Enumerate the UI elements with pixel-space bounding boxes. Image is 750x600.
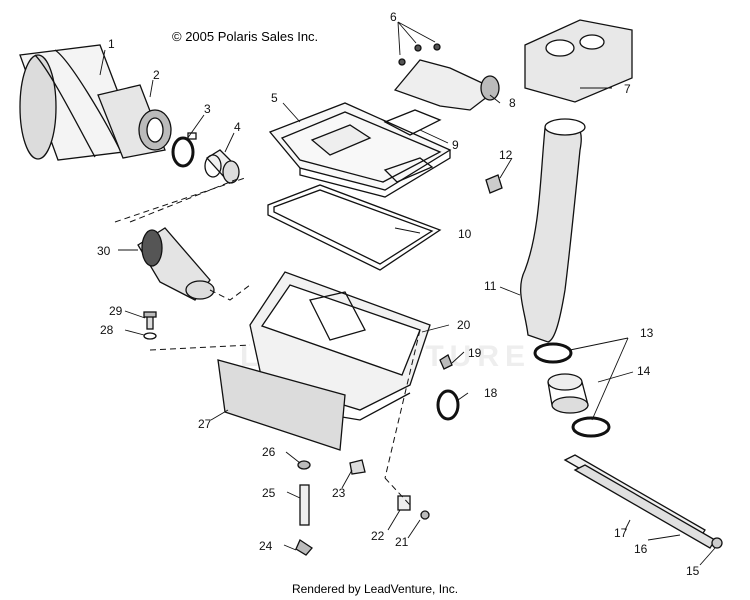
part-coupler-14 (547, 373, 589, 414)
callout-30: 30 (97, 244, 111, 258)
callout-25: 25 (262, 486, 276, 500)
callout-15: 15 (686, 564, 700, 578)
callout-21: 21 (395, 535, 409, 549)
callout-24: 24 (259, 539, 273, 553)
copyright-text: © 2005 Polaris Sales Inc. (172, 29, 319, 44)
callout-12: 12 (499, 148, 513, 162)
callout-22: 22 (371, 529, 385, 543)
part-air-filter-inner (97, 84, 172, 159)
callout-26: 26 (262, 445, 276, 459)
callout-23: 23 (332, 486, 346, 500)
part-intake-tube (520, 118, 586, 343)
part-sleeve-4 (204, 149, 240, 184)
part-plate-9 (383, 109, 442, 136)
callout-18: 18 (484, 386, 498, 400)
callout-8: 8 (509, 96, 516, 110)
part-clamp-18 (436, 389, 460, 421)
part-lid-seal (267, 184, 442, 271)
part-hoses (563, 454, 716, 549)
callout-1: 1 (108, 37, 115, 51)
callout-3: 3 (204, 102, 211, 116)
callout-17: 17 (614, 526, 628, 540)
part-bolt-29 (143, 311, 157, 330)
part-screws (398, 43, 441, 66)
part-cover-7 (524, 19, 633, 103)
part-fitting-19 (439, 354, 453, 370)
callout-16: 16 (634, 542, 648, 556)
callout-7: 7 (624, 82, 631, 96)
callout-4: 4 (234, 120, 241, 134)
callout-19: 19 (468, 346, 482, 360)
callout-6: 6 (390, 10, 397, 24)
callout-20: 20 (457, 318, 471, 332)
part-panel-27 (217, 359, 346, 451)
part-clamps-13 (533, 342, 611, 438)
leader-lines (99, 21, 716, 566)
part-airbox-base (249, 271, 431, 421)
callout-28: 28 (100, 323, 114, 337)
part-clip-12 (485, 174, 503, 194)
callout-5: 5 (271, 91, 278, 105)
callout-10: 10 (458, 227, 472, 241)
part-intake-duct (393, 59, 500, 111)
part-boot-30 (137, 227, 215, 301)
callout-2: 2 (153, 68, 160, 82)
part-clamp-15 (711, 537, 723, 549)
footer-credit: Rendered by LeadVenture, Inc. (291, 582, 459, 596)
callout-29: 29 (109, 304, 123, 318)
callout-9: 9 (452, 138, 459, 152)
part-airbox-lid (268, 102, 452, 198)
callout-11: 11 (484, 279, 497, 293)
callout-13: 13 (640, 326, 654, 340)
callout-14: 14 (637, 364, 651, 378)
part-drain-assembly (295, 459, 430, 556)
callout-27: 27 (198, 417, 212, 431)
alignment-lines (114, 177, 421, 506)
part-clamp-3 (171, 132, 197, 168)
part-washer-28 (143, 332, 157, 340)
